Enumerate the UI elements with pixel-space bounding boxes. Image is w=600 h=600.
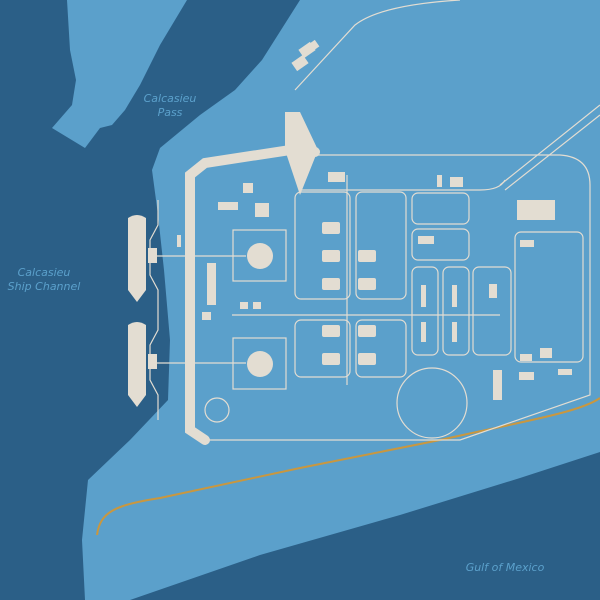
lng-carrier-2 <box>128 322 146 407</box>
label-calcasieu-pass: Calcasieu <box>144 92 197 105</box>
mainland <box>82 0 600 600</box>
peninsula-land <box>52 0 187 148</box>
buildings-north <box>202 39 572 400</box>
pond-large <box>396 367 468 439</box>
label-ship-channel: Calcasieu <box>18 266 71 279</box>
label-calcasieu-pass-2: Pass <box>158 106 183 119</box>
process-blocks <box>232 175 584 385</box>
lng-tank-2 <box>247 351 273 377</box>
roads <box>185 0 600 445</box>
pond-small <box>204 397 230 423</box>
label-gulf-of-mexico: Gulf of Mexico <box>466 561 545 574</box>
access-road-pier <box>285 112 318 195</box>
storage-tanks <box>150 229 468 439</box>
marine-terminal <box>128 200 181 420</box>
lng-tank-1 <box>247 243 273 269</box>
label-ship-channel-2: Ship Channel <box>8 280 81 293</box>
lng-carrier-1 <box>128 215 146 302</box>
